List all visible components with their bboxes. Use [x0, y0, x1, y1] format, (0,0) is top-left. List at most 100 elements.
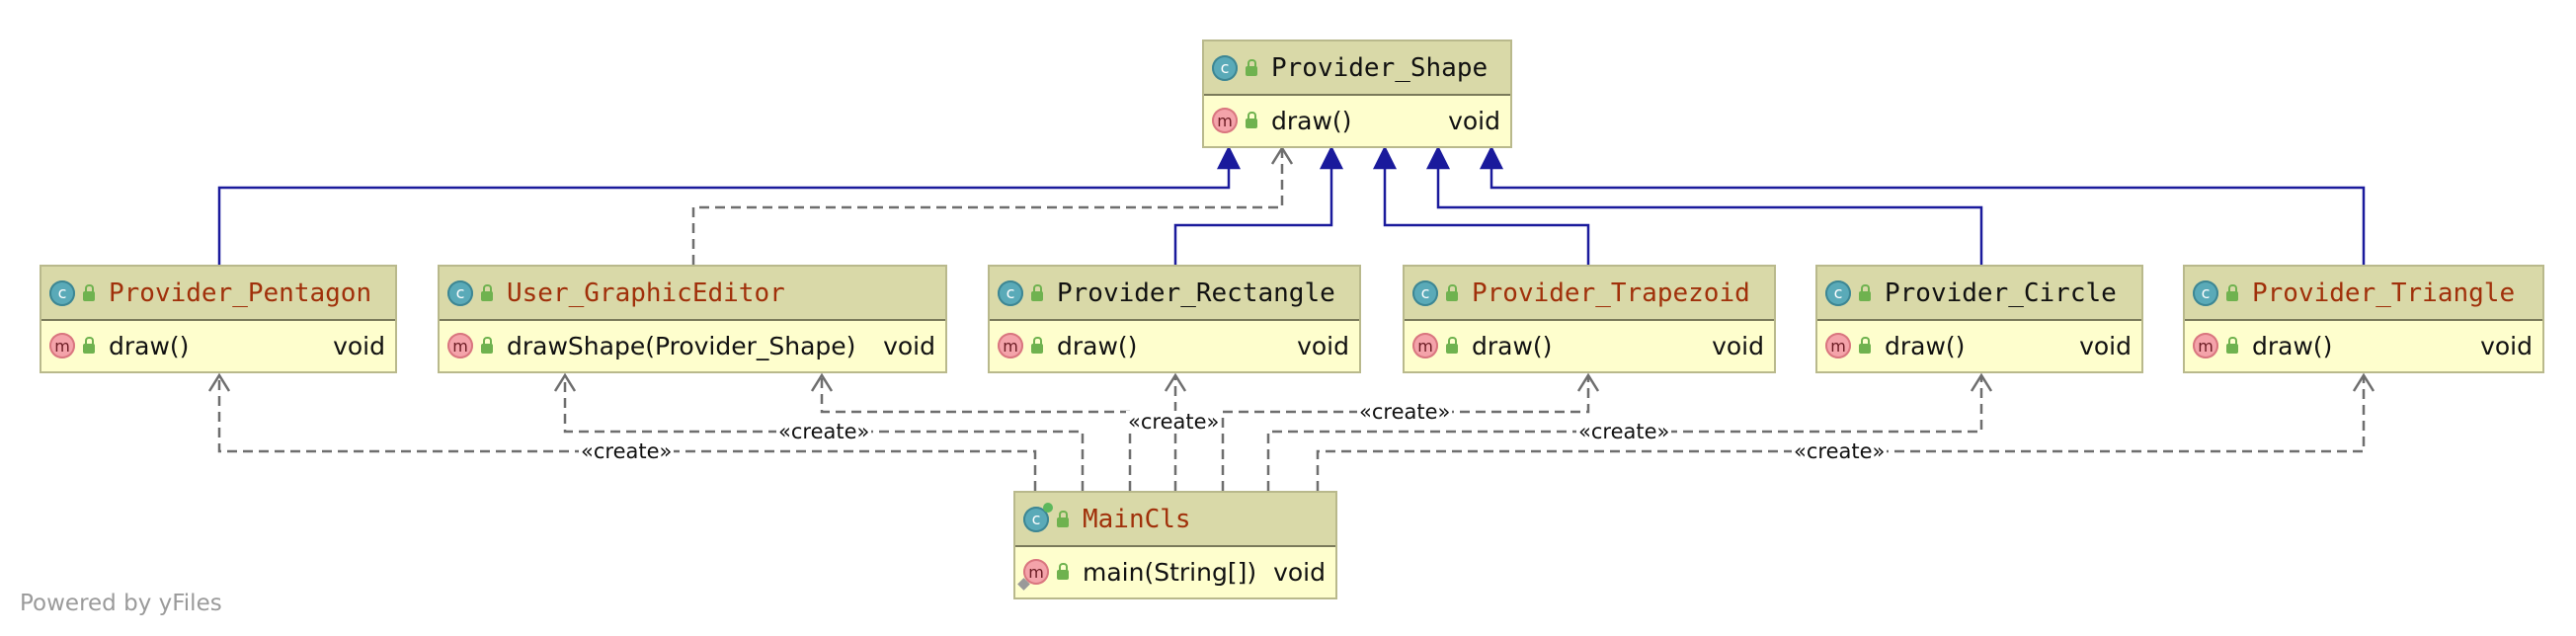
- method-signature: draw(): [1057, 331, 1138, 360]
- return-type: void: [333, 331, 385, 360]
- lock-icon: [1031, 283, 1043, 301]
- create-label-editor: «create»: [776, 420, 872, 443]
- method-signature: draw(): [1271, 106, 1352, 135]
- method-icon: m: [2193, 333, 2218, 358]
- class-provider-trapezoid[interactable]: c Provider_Trapezoid m draw() void: [1403, 265, 1776, 373]
- method-signature: draw(): [2252, 331, 2333, 360]
- class-name: User_GraphicEditor: [507, 278, 785, 308]
- create-label-circle: «create»: [1576, 420, 1672, 443]
- open-arrowhead: [2352, 372, 2375, 392]
- method-row[interactable]: m drawShape(Provider_Shape) void: [440, 321, 945, 370]
- class-header: c User_GraphicEditor: [440, 267, 945, 321]
- method-icon: m: [447, 333, 473, 358]
- class-header: c Provider_Circle: [1817, 267, 2141, 321]
- arrowhead: [1319, 145, 1344, 170]
- method-signature: main(String[]): [1083, 557, 1257, 587]
- method-row[interactable]: m draw() void: [990, 321, 1359, 370]
- create-edge-trapezoid: [1221, 377, 1590, 491]
- inherit-edge-rectangle: [1173, 150, 1333, 265]
- lock-icon: [83, 283, 95, 301]
- class-name: MainCls: [1083, 504, 1191, 534]
- class-provider-pentagon[interactable]: c Provider_Pentagon m draw() void: [40, 265, 397, 373]
- method-icon: m: [1017, 559, 1049, 591]
- open-arrowhead: [1576, 372, 1600, 392]
- class-name: Provider_Pentagon: [109, 278, 372, 308]
- class-header: c Provider_Triangle: [2185, 267, 2542, 321]
- class-header: c MainCls: [1015, 493, 1335, 547]
- method-row[interactable]: m draw() void: [2185, 321, 2542, 370]
- return-type: void: [883, 331, 935, 360]
- lock-icon: [83, 337, 95, 354]
- create-edge-triangle: [1316, 377, 2366, 491]
- method-row[interactable]: m main(String[]) void: [1015, 547, 1335, 596]
- create-label-trapezoid: «create»: [1357, 400, 1453, 424]
- arrowhead: [1425, 145, 1451, 170]
- open-arrowhead: [553, 372, 577, 392]
- method-row[interactable]: m draw() void: [1204, 96, 1510, 145]
- lock-icon: [1031, 337, 1043, 354]
- lock-icon: [2226, 337, 2238, 354]
- lock-icon: [1859, 337, 1871, 354]
- method-icon: m: [998, 333, 1023, 358]
- dependency-edge-editor-shape: [691, 150, 1284, 265]
- arrowhead: [1372, 145, 1398, 170]
- class-name: Provider_Triangle: [2252, 278, 2516, 308]
- class-provider-shape[interactable]: c Provider_Shape m draw() void: [1202, 40, 1512, 148]
- class-name: Provider_Shape: [1271, 52, 1489, 83]
- lock-icon: [1057, 563, 1069, 580]
- watermark: Powered by yFiles: [20, 591, 222, 616]
- class-header: c Provider_Trapezoid: [1405, 267, 1774, 321]
- return-type: void: [1297, 331, 1349, 360]
- method-icon: m: [1212, 108, 1238, 133]
- create-edge-pentagon: [217, 377, 1037, 491]
- inherit-edge-trapezoid: [1383, 150, 1590, 265]
- run-icon: [1043, 502, 1053, 513]
- arrowhead: [1216, 145, 1242, 170]
- class-name: Provider_Circle: [1885, 278, 2117, 308]
- class-provider-triangle[interactable]: c Provider_Triangle m draw() void: [2183, 265, 2544, 373]
- open-arrowhead: [810, 372, 834, 392]
- method-signature: draw(): [1472, 331, 1553, 360]
- create-label-pentagon: «create»: [579, 439, 675, 463]
- lock-icon: [481, 337, 493, 354]
- create-label-rectangle: «create»: [1126, 410, 1222, 434]
- class-icon: c: [2193, 279, 2218, 306]
- class-provider-circle[interactable]: c Provider_Circle m draw() void: [1815, 265, 2143, 373]
- class-icon: c: [1412, 279, 1438, 306]
- class-icon: c: [1825, 279, 1851, 306]
- method-row[interactable]: m draw() void: [1817, 321, 2141, 370]
- lock-icon: [2226, 283, 2238, 301]
- lock-icon: [1446, 337, 1458, 354]
- arrowhead: [1479, 145, 1504, 170]
- method-icon: m: [1412, 333, 1438, 358]
- method-icon: m: [49, 333, 75, 358]
- create-label-triangle: «create»: [1792, 439, 1888, 463]
- class-header: c Provider_Rectangle: [990, 267, 1359, 321]
- inherit-edge-circle: [1436, 150, 1983, 265]
- class-icon: c: [447, 279, 473, 306]
- class-header: c Provider_Shape: [1204, 41, 1510, 96]
- lock-icon: [481, 283, 493, 301]
- method-signature: draw(): [109, 331, 190, 360]
- open-arrowhead: [207, 372, 231, 392]
- lock-icon: [1859, 283, 1871, 301]
- method-signature: drawShape(Provider_Shape): [507, 331, 856, 360]
- open-arrowhead: [1970, 372, 1993, 392]
- lock-icon: [1246, 112, 1257, 128]
- return-type: void: [1448, 106, 1500, 135]
- class-icon: c: [1212, 54, 1238, 81]
- class-maincls[interactable]: c MainCls m main(String[]) void: [1013, 491, 1337, 599]
- class-provider-rectangle[interactable]: c Provider_Rectangle m draw() void: [988, 265, 1361, 373]
- class-name: Provider_Rectangle: [1057, 278, 1335, 308]
- open-arrowhead: [1164, 372, 1187, 392]
- class-user-graphiceditor[interactable]: c User_GraphicEditor m drawShape(Provide…: [438, 265, 947, 373]
- lock-icon: [1246, 58, 1257, 76]
- return-type: void: [1273, 557, 1326, 587]
- method-row[interactable]: m draw() void: [41, 321, 395, 370]
- method-row[interactable]: m draw() void: [1405, 321, 1774, 370]
- create-edge-editor-2: [820, 377, 1132, 491]
- open-arrowhead: [1270, 145, 1294, 165]
- class-name: Provider_Trapezoid: [1472, 278, 1750, 308]
- method-icon: m: [1825, 333, 1851, 358]
- static-icon: [1017, 578, 1030, 591]
